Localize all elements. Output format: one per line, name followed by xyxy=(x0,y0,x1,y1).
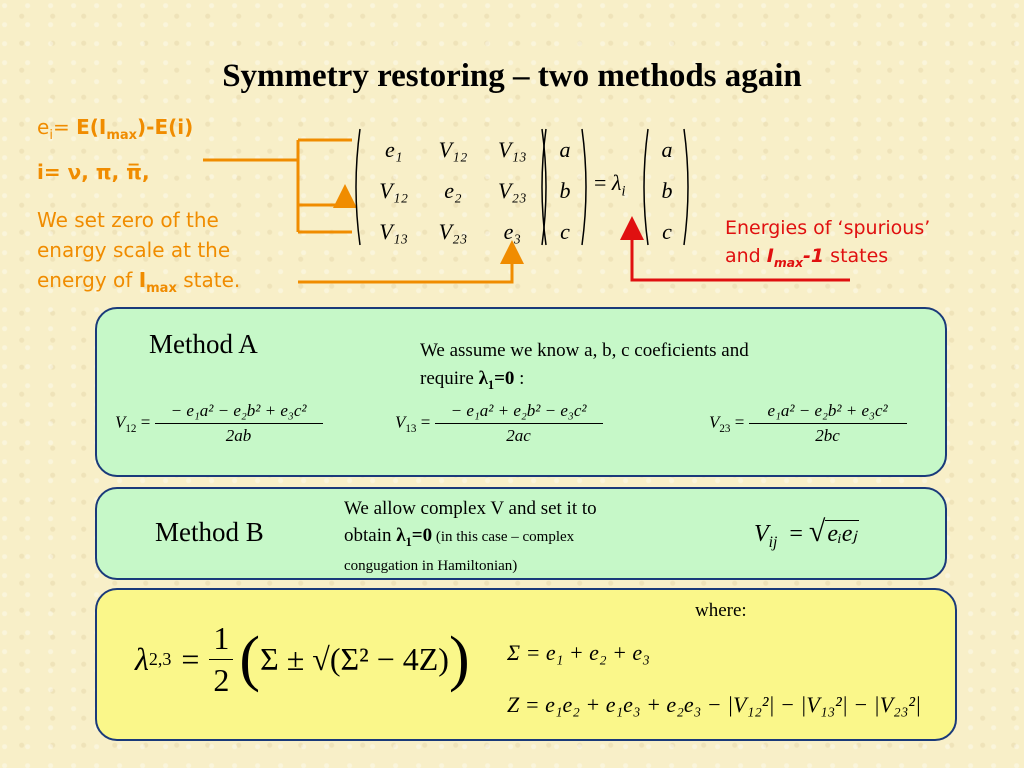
method-a-box: Method A We assume we know a, b, c coefi… xyxy=(95,307,947,477)
z-definition: Z = e₁e₂ + e₁e₃ + e₂e₃ − |V₁₂²| − |V₁₃²|… xyxy=(507,692,922,717)
where-label: where: xyxy=(695,600,747,621)
method-b-label: Method B xyxy=(155,517,264,547)
spurious-note: Energies of ‘spurious’ and Imax-1 states xyxy=(725,217,931,270)
method-b-description: We allow complex V and set it to obtain … xyxy=(344,498,597,574)
formula-vij: Vij =√eᵢeⱼ xyxy=(754,515,859,551)
zero-energy-note: We set zero of the enargy scale at the e… xyxy=(37,208,241,296)
sigma-definition: Σ = e₁ + e₂ + e₃ xyxy=(507,640,650,665)
eigen-rhs: = λi xyxy=(594,170,626,200)
method-b-box: Method B We allow complex V and set it t… xyxy=(95,487,947,580)
orange-arrow-e3 xyxy=(298,240,524,284)
method-a-label: Method A xyxy=(149,329,258,359)
slide-title: Symmetry restoring – two methods again xyxy=(222,58,802,94)
orange-arrow-e2 xyxy=(298,184,357,208)
method-a-description: We assume we know a, b, c coeficients an… xyxy=(420,340,749,392)
index-values: i= ν, π, π̅, xyxy=(37,160,150,184)
energy-definition: ei= E(Imax)-E(i) xyxy=(37,115,194,143)
red-arrow-spurious xyxy=(620,216,850,282)
